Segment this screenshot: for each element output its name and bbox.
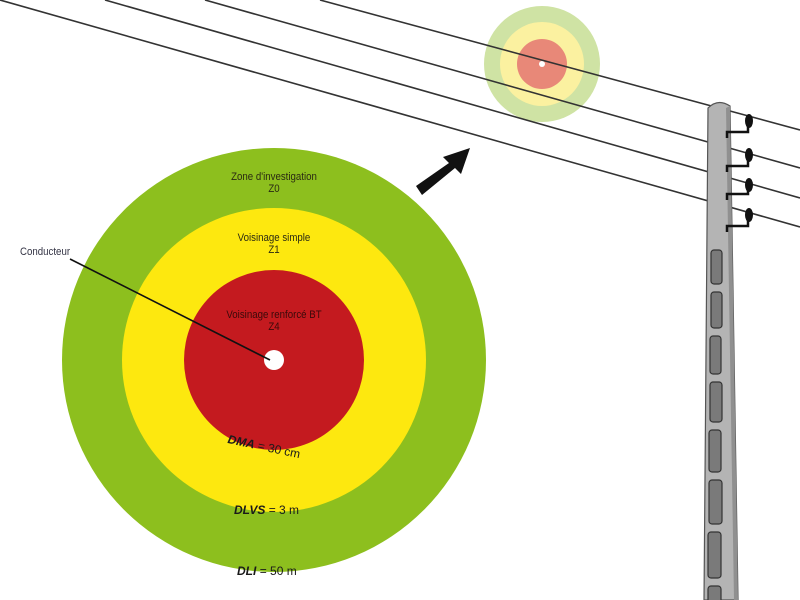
utility-pole [703,101,753,600]
zone-z0-name: Zone d'investigation [231,171,317,183]
zone-z4-name: Voisinage renforcé BT [226,309,322,321]
zone-z1-code: Z1 [268,244,280,256]
conductor-pointer-line [69,258,271,361]
distance-dli-value: = 50 m [259,564,297,578]
zone-z1-name: Voisinage simple [237,232,311,244]
wire-2 [204,0,800,169]
conductor-label: Conducteur [20,246,71,258]
distance-dli: DLI = 50 m [237,564,297,578]
zone-z4-code: Z4 [268,321,280,333]
wire-3 [104,0,800,199]
distance-dlvs-value: = 3 m [268,503,300,517]
small-zone-indicator [484,6,600,122]
zone-z0-label: Zone d'investigation Z0 [204,171,345,195]
zone-circles [62,148,486,572]
distance-dli-abbr: DLI [237,564,257,578]
zone-z0-code: Z0 [268,183,280,195]
distance-dlvs: DLVS = 3 m [234,503,299,517]
zone-z4-label: Voisinage renforcé BT Z4 [195,309,353,333]
wire-4 [0,0,800,228]
pointer-arrow [416,148,470,195]
distance-dlvs-abbr: DLVS [234,503,266,517]
zone-z1-label: Voisinage simple Z1 [204,232,345,256]
conductor-dot [264,350,284,370]
